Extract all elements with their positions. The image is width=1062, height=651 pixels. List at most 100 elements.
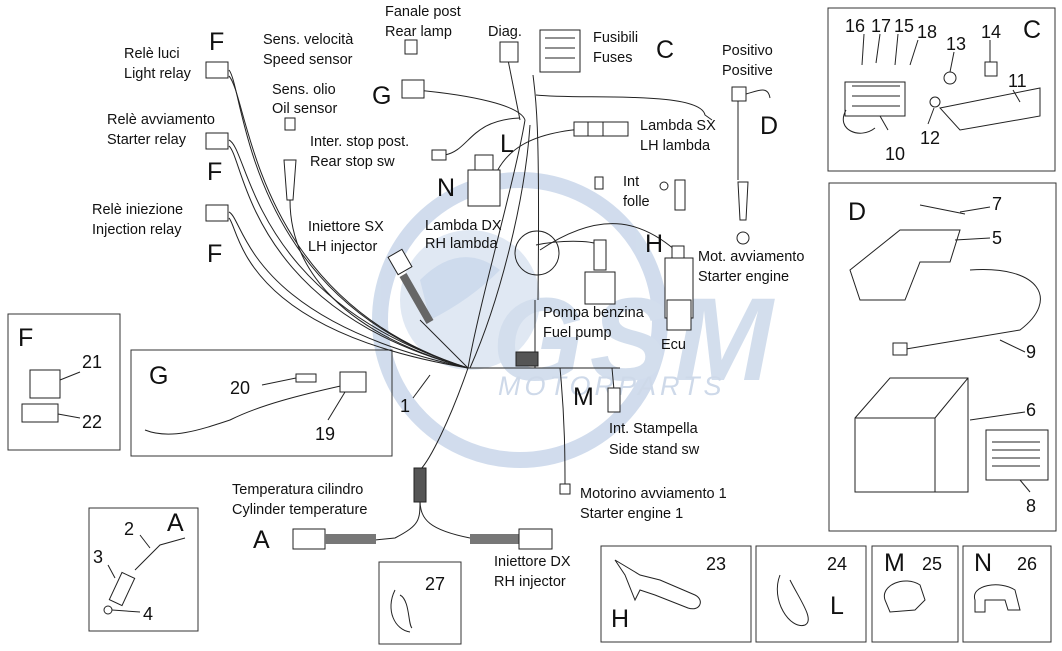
speed-sensor-connector [401, 79, 425, 99]
letter-a-box: A [167, 509, 184, 537]
label-side-stand-en: Side stand sw [609, 442, 700, 458]
label-injection-relay-it: Relè iniezione [92, 202, 183, 218]
letter-c-main: C [656, 36, 674, 64]
inset-box-g [130, 349, 393, 457]
harness-loop [514, 230, 560, 276]
inset-box-d [828, 182, 1057, 532]
letter-n-main: N [437, 174, 455, 202]
fuse-box [539, 29, 581, 73]
inset-f-parts [21, 369, 61, 423]
rear-lamp-connector [404, 39, 418, 55]
starter-engine-1-connector [559, 483, 571, 495]
part-number-3: 3 [93, 547, 103, 567]
part-number-25: 25 [922, 554, 942, 574]
label-cyl-temp-it: Temperatura cilindro [232, 482, 363, 498]
letter-f-starter: F [207, 158, 222, 186]
neutral-switch [594, 176, 686, 211]
label-oil-sensor-it: Sens. olio [272, 82, 336, 98]
letter-h-box: H [611, 605, 629, 633]
label-light-relay-it: Relè luci [124, 46, 180, 62]
inset-a-parts [103, 537, 186, 615]
label-rh-injector-it: Iniettore DX [494, 554, 571, 570]
lh-injector [387, 248, 434, 324]
light-relay-connector [205, 61, 229, 79]
label-fuses-en: Fuses [593, 50, 633, 66]
letter-m-box: M [884, 549, 905, 577]
letter-f-box: F [18, 324, 33, 352]
label-rh-lambda-en: RH lambda [425, 236, 498, 252]
side-stand-switch [607, 387, 621, 413]
inset-box-c [827, 7, 1056, 172]
inset-box-27 [378, 561, 462, 645]
label-starter-relay-it: Relè avviamento [107, 112, 215, 128]
letter-g-box: G [149, 362, 168, 390]
fuel-pump-connector [584, 239, 616, 305]
injection-relay-connector [205, 204, 229, 222]
part-number-20: 20 [230, 378, 250, 398]
inset-box-n [962, 545, 1052, 643]
part-number-27: 27 [425, 574, 445, 594]
label-oil-sensor-en: Oil sensor [272, 101, 337, 117]
letter-c-box: C [1023, 16, 1041, 44]
label-ecu: Ecu [661, 337, 686, 353]
bracket-23 [614, 559, 701, 610]
part-number-11: 11 [1008, 71, 1027, 91]
part-number-17: 17 [871, 16, 891, 36]
part-number-10: 10 [885, 144, 905, 164]
part-number-12: 12 [920, 128, 940, 148]
oil-sensor [283, 117, 297, 201]
label-starter-motor-en: Starter engine 1 [580, 506, 683, 522]
labels: Relè luci Light relay F Sens. velocità S… [18, 4, 1041, 633]
label-rear-stop-it: Inter. stop post. [310, 134, 409, 150]
harness-sleeve [413, 467, 427, 503]
label-speed-sensor-en: Speed sensor [263, 52, 353, 68]
watermark-logo: GSM [492, 274, 779, 406]
part-number-24: 24 [827, 554, 847, 574]
leader-lines [57, 33, 1031, 613]
part-number-18: 18 [917, 22, 937, 42]
label-side-stand-it: Int. Stampella [609, 421, 699, 437]
inset-box-m [871, 545, 959, 643]
positive-terminal [731, 86, 771, 102]
part-number-9: 9 [1026, 342, 1036, 362]
letter-n-box: N [974, 549, 992, 577]
part-number-6: 6 [1026, 400, 1036, 420]
label-lh-injector-it: Iniettore SX [308, 219, 384, 235]
label-rh-lambda-it: Lambda DX [425, 218, 502, 234]
part-number-22: 22 [82, 412, 102, 432]
part-number-8: 8 [1026, 496, 1036, 516]
inset-box-f [7, 313, 121, 451]
letter-l-main: L [500, 130, 514, 158]
label-injection-relay-en: Injection relay [92, 222, 182, 238]
label-starter-engine-en: Starter engine [698, 269, 789, 285]
part-number-23: 23 [706, 554, 726, 574]
label-positive-it: Positivo [722, 43, 773, 59]
label-neutral-it: Int [623, 174, 639, 190]
inset-box-l [755, 545, 867, 643]
diag-connector [499, 41, 519, 63]
label-lh-lambda-en: LH lambda [640, 138, 711, 154]
rh-injector-connector [470, 528, 553, 550]
label-rear-lamp-en: Rear lamp [385, 24, 452, 40]
rear-stop-switch [431, 149, 447, 161]
cable-tie-27 [390, 589, 413, 633]
part-number-26: 26 [1017, 554, 1037, 574]
label-cyl-temp-en: Cylinder temperature [232, 502, 367, 518]
starter-relay-connector [205, 132, 229, 150]
part-number-13: 13 [946, 34, 966, 54]
label-starter-relay-en: Starter relay [107, 132, 187, 148]
part-number-19: 19 [315, 424, 335, 444]
clamp-26 [974, 584, 1021, 613]
letter-d-main: D [760, 112, 778, 140]
label-light-relay-en: Light relay [124, 66, 192, 82]
label-speed-sensor-it: Sens. velocità [263, 32, 354, 48]
label-fuses-it: Fusibili [593, 30, 638, 46]
label-lh-injector-en: LH injector [308, 239, 377, 255]
label-fuel-pump-en: Fuel pump [543, 325, 612, 341]
part-number-4: 4 [143, 604, 153, 624]
lh-lambda-connector [573, 121, 629, 137]
part-number-15: 15 [894, 16, 914, 36]
letter-d-box: D [848, 198, 866, 226]
